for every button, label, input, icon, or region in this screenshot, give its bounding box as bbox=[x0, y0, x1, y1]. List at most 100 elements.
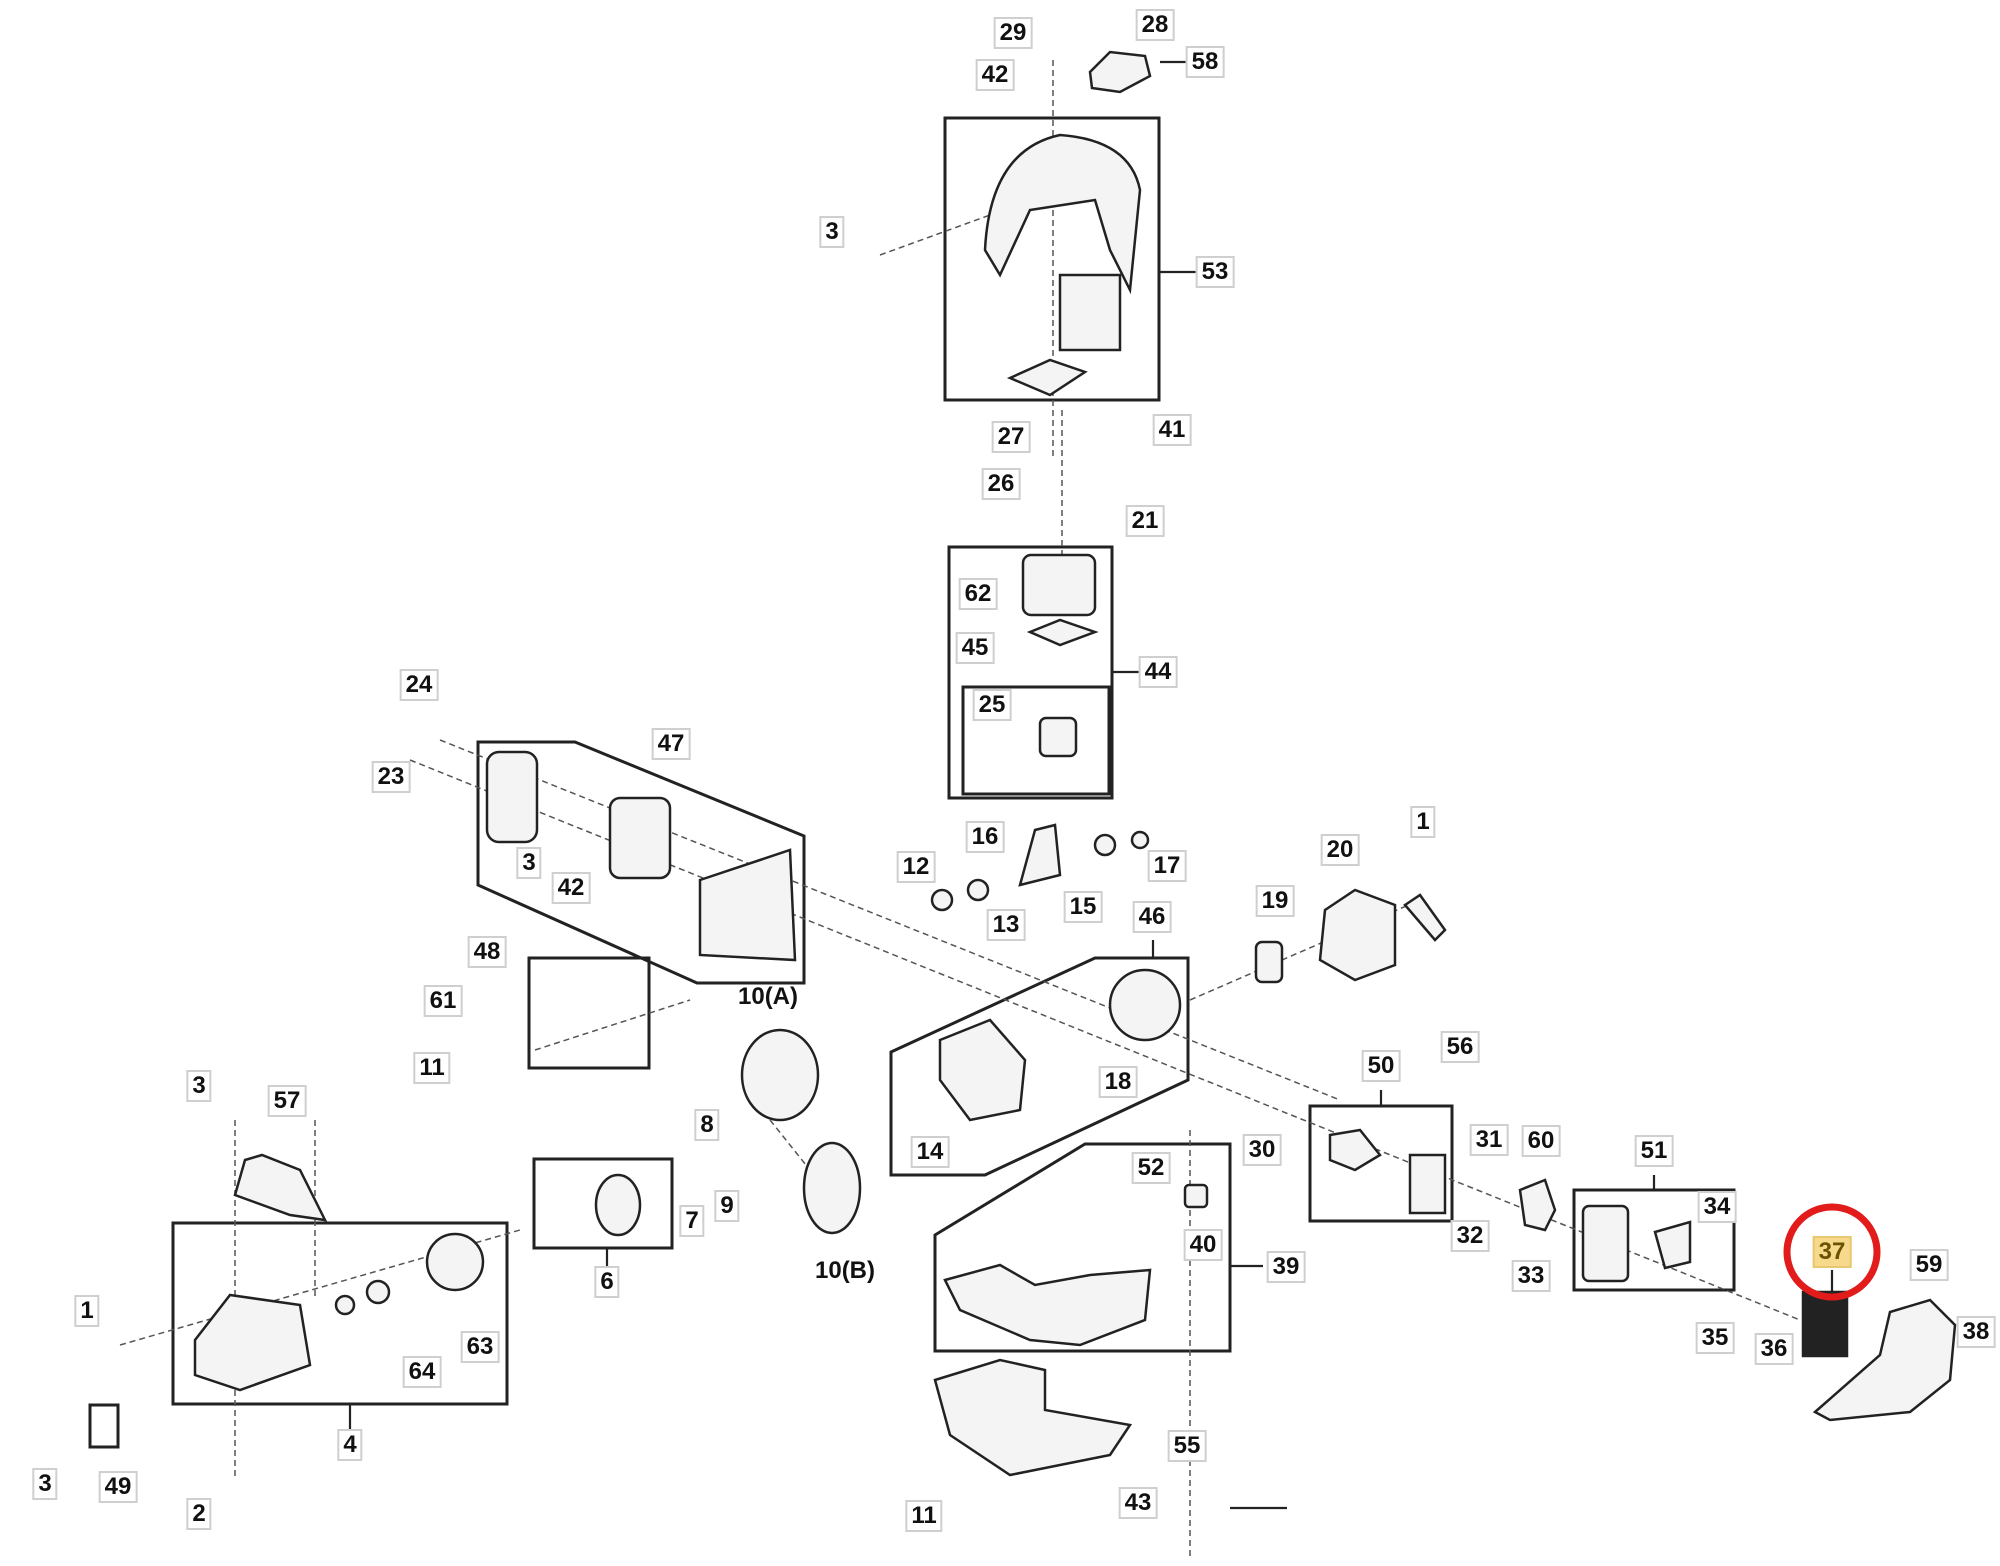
part-label-6[interactable]: 6 bbox=[594, 1266, 620, 1298]
part-label-11[interactable]: 11 bbox=[905, 1500, 943, 1532]
group-box-39 bbox=[933, 1142, 1232, 1353]
part-cap-40 bbox=[1183, 1183, 1209, 1209]
part-label-15[interactable]: 15 bbox=[1063, 891, 1103, 923]
part-label-52[interactable]: 52 bbox=[1131, 1152, 1171, 1184]
group-box-48 bbox=[527, 956, 651, 1070]
part-label-12[interactable]: 12 bbox=[896, 851, 936, 883]
part-bearing-15b bbox=[1093, 833, 1117, 857]
part-pawl-19 bbox=[1254, 940, 1284, 984]
part-label-11[interactable]: 11 bbox=[413, 1052, 451, 1084]
part-label-27[interactable]: 27 bbox=[991, 421, 1031, 453]
part-label-7[interactable]: 7 bbox=[679, 1205, 705, 1237]
highlight-ring bbox=[1783, 1203, 1881, 1301]
part-label-1[interactable]: 1 bbox=[1410, 806, 1436, 838]
part-label-13[interactable]: 13 bbox=[986, 909, 1026, 941]
part-label-24[interactable]: 24 bbox=[399, 669, 439, 701]
part-label-3[interactable]: 3 bbox=[516, 847, 542, 879]
group-box-49 bbox=[88, 1403, 120, 1449]
part-shroud-58 bbox=[1088, 50, 1152, 94]
part-label-46[interactable]: 46 bbox=[1132, 901, 1172, 933]
part-label-61[interactable]: 61 bbox=[423, 985, 463, 1017]
part-label-37-highlighted[interactable]: 37 bbox=[1812, 1236, 1852, 1268]
part-label-16[interactable]: 16 bbox=[965, 821, 1005, 853]
part-label-20[interactable]: 20 bbox=[1320, 834, 1360, 866]
part-label-26[interactable]: 26 bbox=[981, 468, 1021, 500]
part-label-28[interactable]: 28 bbox=[1135, 9, 1175, 41]
part-gasket-62 bbox=[1026, 618, 1099, 647]
part-label-10b[interactable]: 10(B) bbox=[814, 1257, 876, 1284]
part-label-17[interactable]: 17 bbox=[1147, 850, 1187, 882]
part-cylinder-44 bbox=[1021, 553, 1097, 617]
part-label-21[interactable]: 21 bbox=[1125, 505, 1165, 537]
part-label-50[interactable]: 50 bbox=[1361, 1050, 1401, 1082]
part-label-32[interactable]: 32 bbox=[1450, 1220, 1490, 1252]
part-label-30[interactable]: 30 bbox=[1242, 1134, 1282, 1166]
part-crankcase-left-46 bbox=[938, 1018, 1027, 1122]
part-label-40[interactable]: 40 bbox=[1183, 1229, 1223, 1261]
part-label-39[interactable]: 39 bbox=[1266, 1251, 1306, 1283]
part-label-42[interactable]: 42 bbox=[975, 59, 1015, 91]
part-label-2[interactable]: 2 bbox=[186, 1498, 212, 1530]
part-label-8[interactable]: 8 bbox=[694, 1109, 720, 1141]
part-seal-13 bbox=[966, 878, 990, 902]
part-label-3[interactable]: 3 bbox=[819, 216, 845, 248]
part-label-3[interactable]: 3 bbox=[32, 1468, 58, 1500]
part-gasket-50 bbox=[1408, 1153, 1447, 1215]
part-label-1[interactable]: 1 bbox=[74, 1295, 100, 1327]
part-label-23[interactable]: 23 bbox=[371, 761, 411, 793]
part-washer-64a bbox=[334, 1294, 356, 1316]
part-label-55[interactable]: 55 bbox=[1167, 1430, 1207, 1462]
part-flywheel-10a bbox=[740, 1028, 820, 1122]
part-label-18[interactable]: 18 bbox=[1098, 1066, 1138, 1098]
part-label-3[interactable]: 3 bbox=[186, 1070, 212, 1102]
part-label-10a[interactable]: 10(A) bbox=[737, 983, 799, 1010]
part-label-4[interactable]: 4 bbox=[337, 1429, 363, 1461]
part-muffler-b-47 bbox=[608, 796, 672, 880]
part-label-44[interactable]: 44 bbox=[1138, 656, 1178, 688]
part-label-9[interactable]: 9 bbox=[714, 1190, 740, 1222]
part-label-56[interactable]: 56 bbox=[1440, 1031, 1480, 1063]
part-label-49[interactable]: 49 bbox=[98, 1471, 138, 1503]
part-label-53[interactable]: 53 bbox=[1195, 256, 1235, 288]
group-box-4 bbox=[171, 1221, 509, 1406]
part-label-63[interactable]: 63 bbox=[460, 1331, 500, 1363]
part-label-14[interactable]: 14 bbox=[910, 1136, 950, 1168]
part-label-47[interactable]: 47 bbox=[651, 728, 691, 760]
part-carburetor-33 bbox=[1518, 1178, 1557, 1232]
part-fuel-tank-39 bbox=[943, 1263, 1152, 1347]
part-label-33[interactable]: 33 bbox=[1511, 1260, 1551, 1292]
part-label-64[interactable]: 64 bbox=[402, 1356, 442, 1388]
part-label-60[interactable]: 60 bbox=[1521, 1125, 1561, 1157]
part-label-43[interactable]: 43 bbox=[1118, 1487, 1158, 1519]
part-label-48[interactable]: 48 bbox=[467, 936, 507, 968]
part-guard-57 bbox=[233, 1153, 328, 1222]
part-label-35[interactable]: 35 bbox=[1695, 1322, 1735, 1354]
group-box-45 bbox=[961, 685, 1111, 796]
part-label-62[interactable]: 62 bbox=[958, 578, 998, 610]
part-label-19[interactable]: 19 bbox=[1255, 885, 1295, 917]
part-label-58[interactable]: 58 bbox=[1185, 46, 1225, 78]
part-cylinder-cover-53 bbox=[983, 133, 1142, 295]
part-bearing-12 bbox=[930, 888, 954, 912]
part-washer-64b bbox=[365, 1279, 391, 1305]
part-label-59[interactable]: 59 bbox=[1909, 1249, 1949, 1281]
part-label-25[interactable]: 25 bbox=[972, 689, 1012, 721]
part-air-filter-37 bbox=[1801, 1290, 1849, 1358]
part-label-38[interactable]: 38 bbox=[1956, 1316, 1996, 1348]
part-air-box-51 bbox=[1581, 1204, 1630, 1283]
part-fan-10b bbox=[802, 1141, 862, 1235]
part-label-51[interactable]: 51 bbox=[1634, 1135, 1674, 1167]
part-label-31[interactable]: 31 bbox=[1469, 1124, 1509, 1156]
part-label-57[interactable]: 57 bbox=[267, 1085, 307, 1117]
part-screen-53 bbox=[1058, 273, 1122, 352]
part-piston-45 bbox=[1038, 716, 1078, 758]
part-label-29[interactable]: 29 bbox=[993, 17, 1033, 49]
part-label-42[interactable]: 42 bbox=[551, 872, 591, 904]
group-box-53 bbox=[943, 116, 1161, 402]
part-label-45[interactable]: 45 bbox=[955, 632, 995, 664]
part-base-55 bbox=[933, 1358, 1133, 1477]
part-label-41[interactable]: 41 bbox=[1152, 414, 1192, 446]
part-label-36[interactable]: 36 bbox=[1754, 1333, 1794, 1365]
part-crankshaft-15 bbox=[1018, 823, 1062, 887]
part-label-34[interactable]: 34 bbox=[1697, 1191, 1737, 1223]
